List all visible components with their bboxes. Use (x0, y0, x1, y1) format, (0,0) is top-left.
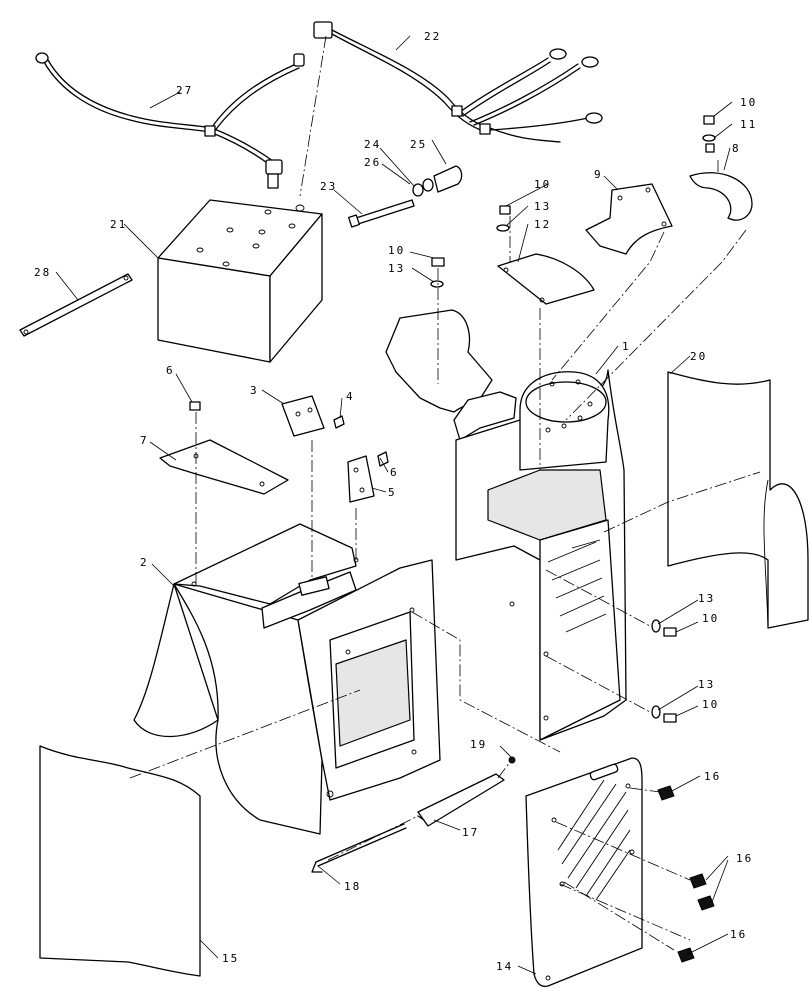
callout-16-c: 16 (730, 928, 747, 941)
callout-9: 9 (594, 168, 603, 181)
callout-13-c: 13 (698, 592, 715, 605)
callout-13-b: 13 (388, 262, 405, 275)
callout-2: 2 (140, 556, 149, 569)
part-9-bracket (585, 183, 673, 255)
callout-8: 8 (732, 142, 741, 155)
callout-24: 24 (364, 138, 381, 151)
callout-16-a: 16 (704, 770, 721, 783)
callout-26: 26 (364, 156, 381, 169)
callout-27: 27 (176, 84, 193, 97)
callout-5: 5 (388, 486, 397, 499)
callout-25: 25 (410, 138, 427, 151)
part-21-battery (157, 199, 323, 363)
part-10-13-fasteners (651, 619, 677, 723)
callout-11: 11 (740, 118, 757, 131)
callout-16-b: 16 (736, 852, 753, 865)
callout-15: 15 (222, 952, 239, 965)
callout-18: 18 (344, 880, 361, 893)
callout-10-a: 10 (534, 178, 551, 191)
callout-19: 19 (470, 738, 487, 751)
callout-labels: 27 22 21 28 23 24 26 25 10 13 12 10 13 9… (34, 30, 757, 973)
part-16-knobs (657, 785, 715, 963)
callout-3: 3 (250, 384, 259, 397)
callout-7: 7 (140, 434, 149, 447)
callout-10-d: 10 (702, 612, 719, 625)
callout-10-e: 10 (702, 698, 719, 711)
part-14-rear-cover (525, 757, 643, 988)
callout-22: 22 (424, 30, 441, 43)
part-22-battery-cable (313, 21, 603, 143)
part-23-26-bolt-assembly (348, 165, 463, 228)
part-2-frame-tank (133, 523, 441, 835)
part-15-side-panel (39, 745, 201, 977)
callout-6-b: 6 (390, 466, 399, 479)
callout-21: 21 (110, 218, 127, 231)
callout-17: 17 (462, 826, 479, 839)
callout-14: 14 (496, 960, 513, 973)
part-8-ring (689, 115, 753, 221)
part-20-side-panel (667, 371, 809, 629)
callout-6-a: 6 (166, 364, 175, 377)
callout-23: 23 (320, 180, 337, 193)
part-27-battery-cable (35, 52, 305, 189)
callout-13-a: 13 (534, 200, 551, 213)
part-3-7-brackets (159, 395, 389, 503)
part-17-19-rod-assembly (311, 756, 516, 873)
callout-10-c: 10 (740, 96, 757, 109)
leader-lines (55, 35, 733, 975)
alignment-lines (129, 35, 761, 951)
callout-4: 4 (346, 390, 355, 403)
callout-10-b: 10 (388, 244, 405, 257)
callout-13-d: 13 (698, 678, 715, 691)
callout-12: 12 (534, 218, 551, 231)
part-12-cover-plate (430, 205, 595, 305)
callout-1: 1 (622, 340, 631, 353)
callout-20: 20 (690, 350, 707, 363)
callout-28: 28 (34, 266, 51, 279)
part-28-hold-down-bar (19, 273, 133, 337)
